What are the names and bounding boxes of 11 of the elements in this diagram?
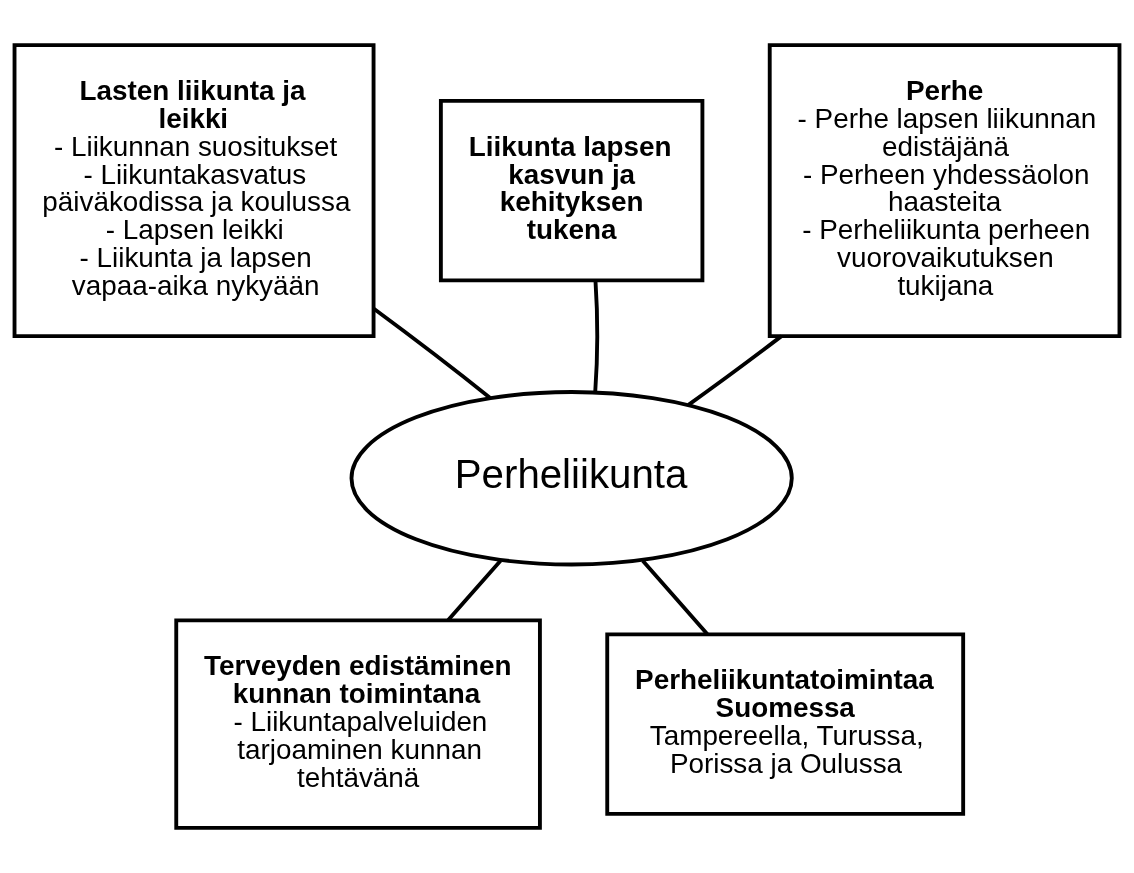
node-box: Terveyden edistäminen kunnan toimintana - Liikuntapalveluiden tarjoaminen kunnan tehtävänä bbox=[174, 618, 542, 830]
connector bbox=[687, 334, 783, 407]
connector bbox=[372, 307, 492, 400]
node-box: Liikunta lapsen kasvun ja kehityksen tukena bbox=[438, 98, 705, 283]
node-box: Perhe - Perhe lapsen liikunnan edistäjänä - Perheen yhdessäolon haasteita - Perheliikunta perheen vuorovaikutuksen tukijana bbox=[767, 43, 1122, 339]
node-box: Lasten liikunta ja leikki - Liikunnan suositukset - Liikuntakasvatus päiväkodissa ja koulussa - Lapsen leikki - Liikunta ja lapsen vapaa-aika nykyään bbox=[12, 43, 376, 339]
node-box: Perheliikuntatoimintaa Suomessa Tampereella, Turussa, Porissa ja Oulussa bbox=[605, 632, 966, 816]
connector bbox=[593, 280, 600, 393]
connector bbox=[446, 559, 502, 622]
connector bbox=[641, 559, 709, 636]
node-ellipse: Perheliikunta bbox=[349, 390, 794, 567]
